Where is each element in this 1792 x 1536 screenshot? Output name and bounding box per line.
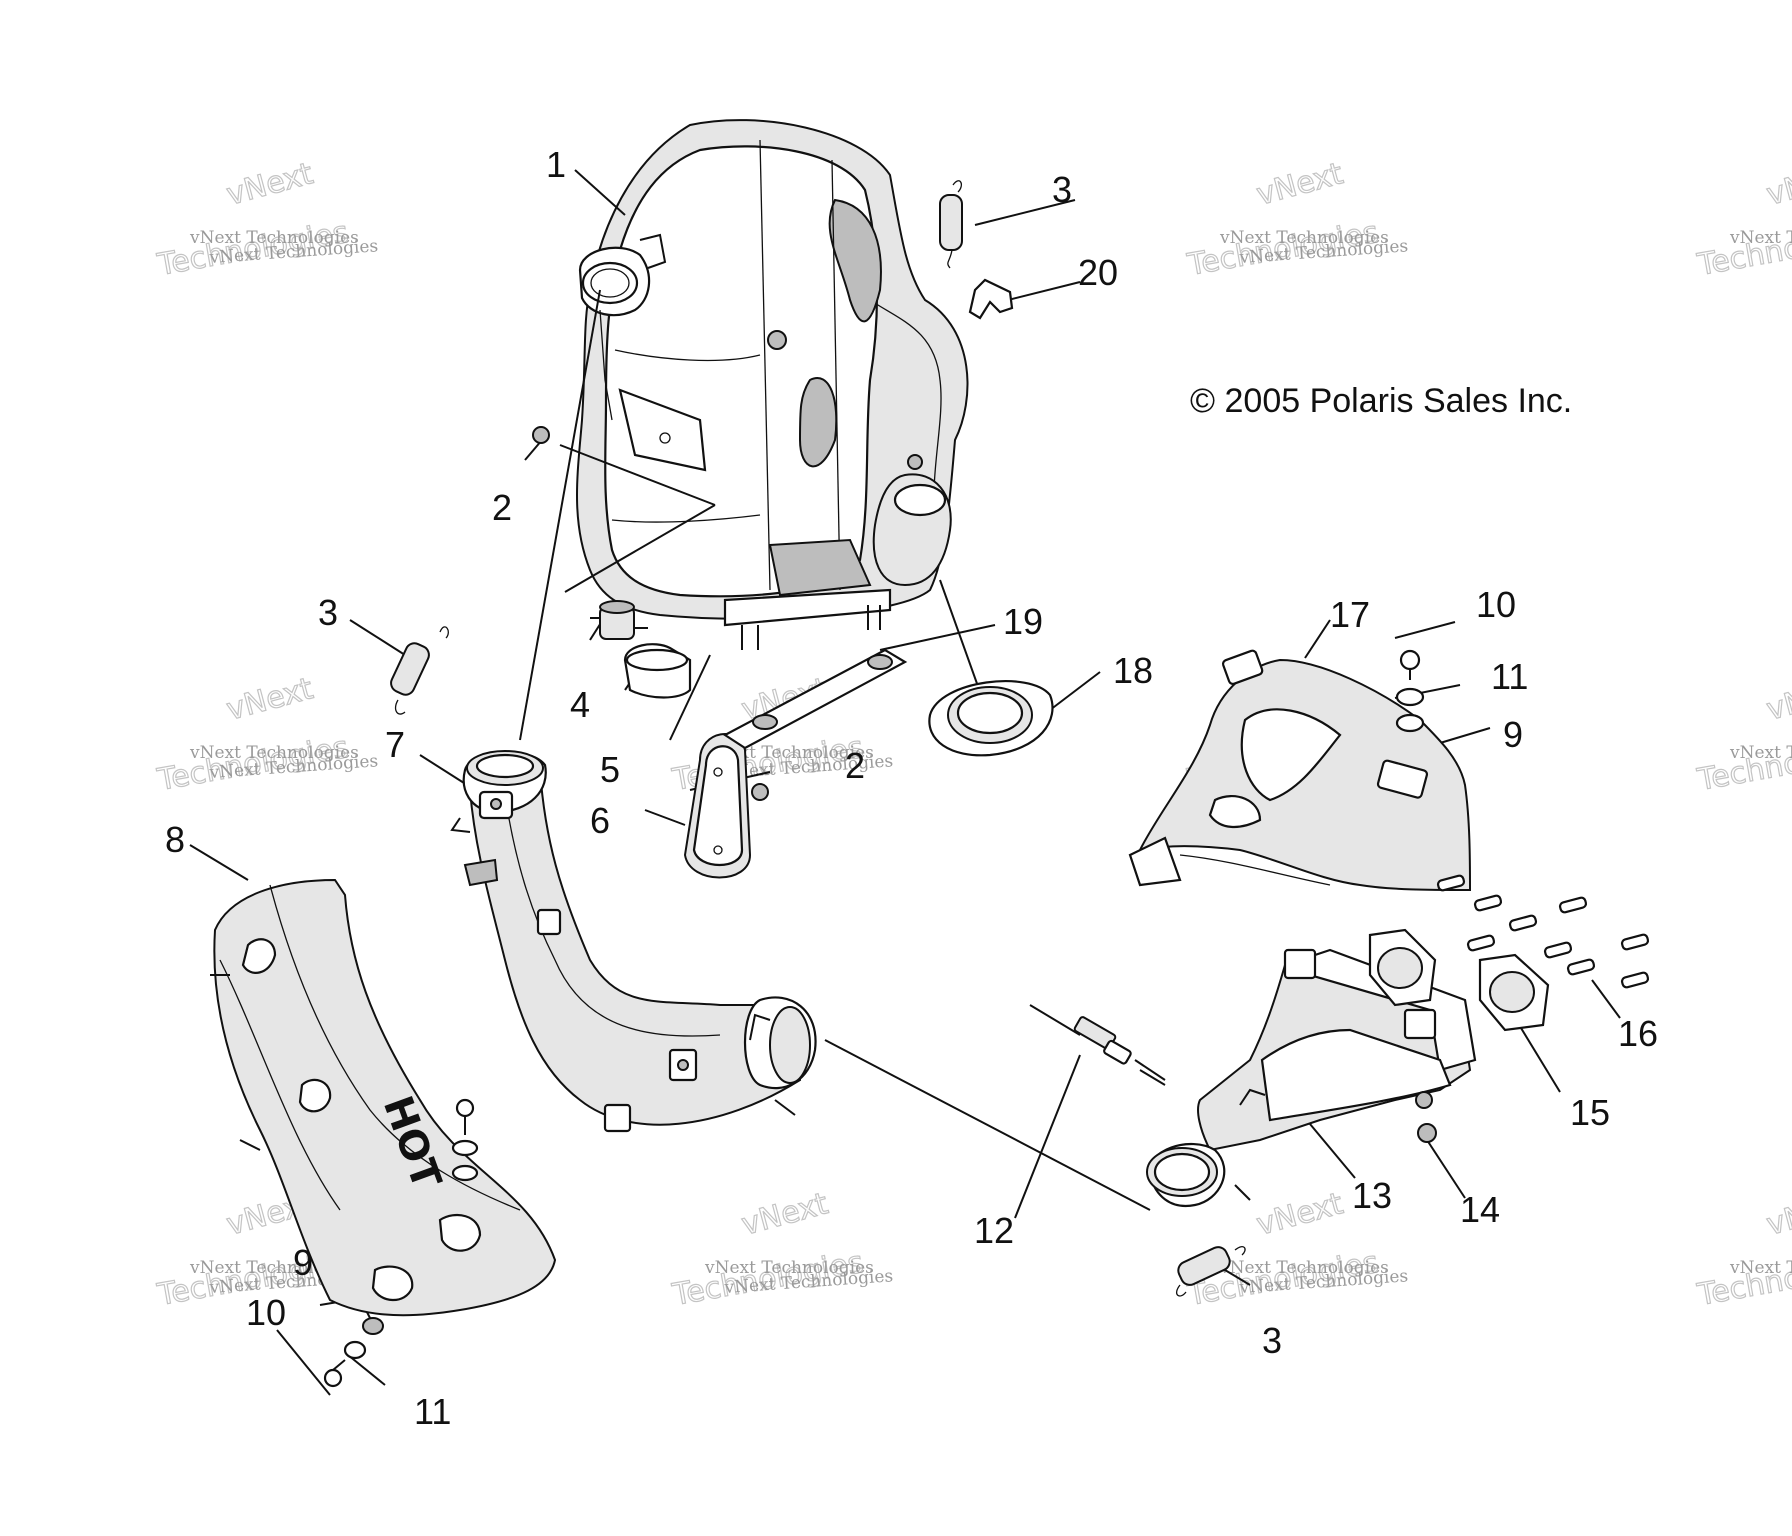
svg-text:vNext: vNext bbox=[1763, 671, 1792, 728]
callout-9: 9 bbox=[1503, 714, 1523, 755]
callout-12: 12 bbox=[974, 1210, 1014, 1251]
svg-text:vNext Technologies: vNext Technologies bbox=[189, 228, 359, 248]
watermark: vNext Technologies vNext Technologies vN… bbox=[669, 1186, 894, 1314]
svg-text:vNext: vNext bbox=[223, 671, 317, 728]
part-heatshield-8: HOT bbox=[210, 878, 557, 1317]
watermark: vNext Technologies vNext Technologies bbox=[1694, 1186, 1792, 1314]
callout-10: 10 bbox=[1476, 584, 1516, 625]
part-sensor-12 bbox=[1029, 1004, 1166, 1086]
part-spring-top bbox=[939, 180, 963, 269]
svg-text:vNext Technologies: vNext Technologies bbox=[1729, 228, 1792, 248]
callouts: 1 2 2 3 3 3 4 5 6 7 8 9 9 10 10 11 11 12… bbox=[165, 144, 1658, 1432]
watermark: vNext Technologies vNext Technologies vN… bbox=[1184, 156, 1409, 284]
part-gasket-18 bbox=[928, 680, 1054, 757]
watermark: vNext Technologies vNext Technologies vN… bbox=[154, 671, 379, 799]
part-heatshield-17 bbox=[1128, 649, 1472, 892]
part-spring-bottom bbox=[1176, 1246, 1246, 1297]
part-muffler bbox=[576, 119, 969, 650]
part-hardware-lower-left bbox=[323, 1317, 384, 1388]
part-pipe-7 bbox=[450, 750, 817, 1133]
part-pin-9-10-11-stack bbox=[451, 1098, 479, 1182]
svg-text:vNext Technologies: vNext Technologies bbox=[1729, 743, 1792, 763]
svg-text:vNext Technologies: vNext Technologies bbox=[189, 743, 359, 763]
copyright-notice: © 2005 Polaris Sales Inc. bbox=[1190, 382, 1572, 420]
callout-13: 13 bbox=[1352, 1175, 1392, 1216]
callout-1: 1 bbox=[546, 144, 566, 185]
part-spring-left bbox=[390, 626, 449, 715]
callout-3: 3 bbox=[1262, 1320, 1282, 1361]
part-gasket-6 bbox=[683, 733, 752, 879]
callout-15: 15 bbox=[1570, 1092, 1610, 1133]
part-gaskets-15 bbox=[1368, 928, 1550, 1032]
callout-8: 8 bbox=[165, 819, 185, 860]
watermark: vNext Technologies vNext Technologies vN… bbox=[154, 156, 379, 284]
svg-text:vNext: vNext bbox=[738, 1186, 832, 1243]
svg-text:vNext Technologies: vNext Technologies bbox=[1219, 228, 1389, 248]
callout-7: 7 bbox=[385, 724, 405, 765]
callout-4: 4 bbox=[570, 684, 590, 725]
part-bracket-20 bbox=[968, 278, 1014, 320]
callout-2: 2 bbox=[492, 487, 512, 528]
part-nut-2a bbox=[532, 426, 550, 444]
svg-text:vNext Technologies: vNext Technologies bbox=[704, 1258, 874, 1278]
callout-10: 10 bbox=[246, 1292, 286, 1333]
svg-text:vNext: vNext bbox=[1763, 1186, 1792, 1243]
svg-text:vNext Technologies: vNext Technologies bbox=[1219, 1258, 1389, 1278]
callout-16: 16 bbox=[1618, 1013, 1658, 1054]
callout-17: 17 bbox=[1330, 594, 1370, 635]
part-nut-2b bbox=[751, 783, 769, 801]
callout-6: 6 bbox=[590, 800, 610, 841]
watermark: vNext Technologies vNext Technologies bbox=[1694, 156, 1792, 284]
part-hardware-10-11-9-right bbox=[1395, 649, 1425, 733]
callout-14: 14 bbox=[1460, 1189, 1500, 1230]
svg-text:Technologies: Technologies bbox=[1694, 215, 1792, 283]
part-studs-16 bbox=[1436, 874, 1650, 989]
callout-18: 18 bbox=[1113, 650, 1153, 691]
svg-text:vNext: vNext bbox=[1253, 156, 1347, 213]
callout-20: 20 bbox=[1078, 252, 1118, 293]
part-grommet-4 bbox=[590, 600, 648, 640]
svg-text:Technologies: Technologies bbox=[1694, 1245, 1792, 1313]
callout-11: 11 bbox=[1491, 656, 1528, 697]
svg-text:vNext Technologies: vNext Technologies bbox=[1729, 1258, 1792, 1278]
callout-2: 2 bbox=[845, 745, 865, 786]
watermark: vNext Technologies vNext Technologies bbox=[1694, 671, 1792, 799]
callout-3: 3 bbox=[1052, 169, 1072, 210]
callout-19: 19 bbox=[1003, 601, 1043, 642]
part-plate-19 bbox=[722, 648, 908, 750]
callout-11: 11 bbox=[414, 1391, 451, 1432]
callout-3: 3 bbox=[318, 592, 338, 633]
svg-text:vNext: vNext bbox=[223, 156, 317, 213]
callout-9: 9 bbox=[293, 1242, 313, 1283]
svg-text:Technologies: Technologies bbox=[1694, 730, 1792, 798]
callout-5: 5 bbox=[600, 749, 620, 790]
svg-text:vNext: vNext bbox=[1763, 156, 1792, 213]
leader-lines bbox=[189, 169, 1621, 1396]
part-nut-14 bbox=[1417, 1123, 1437, 1143]
svg-text:vNext: vNext bbox=[1253, 1186, 1347, 1243]
part-strap-5 bbox=[623, 643, 692, 699]
